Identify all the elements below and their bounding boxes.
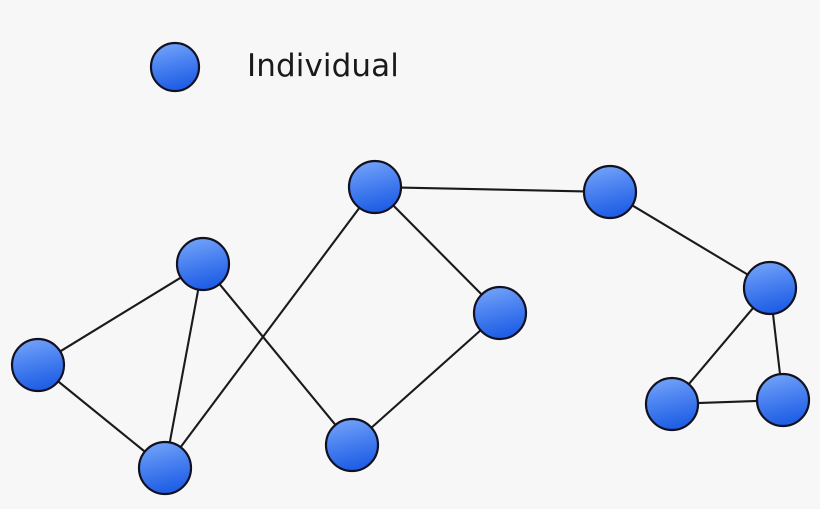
upper-left-node[interactable] — [175, 236, 231, 292]
graph-edge — [58, 276, 183, 353]
graph-edge — [398, 186, 587, 193]
graph-edge — [391, 203, 484, 297]
right-cluster-bottom-right-node[interactable] — [755, 372, 811, 428]
leftmost-node[interactable] — [10, 337, 66, 393]
right-top-node[interactable] — [582, 164, 638, 220]
legend-layer — [149, 41, 201, 93]
right-cluster-top-node[interactable] — [742, 260, 798, 316]
graph-edge — [630, 203, 750, 277]
middle-bottom-node[interactable] — [324, 417, 380, 473]
graph-edge — [178, 205, 362, 450]
graph-edge — [168, 287, 200, 445]
graph-edge — [217, 282, 338, 427]
graph-edge — [56, 379, 147, 454]
edge-layer — [56, 186, 782, 454]
bottom-left-node[interactable] — [137, 440, 193, 496]
graph-edge — [771, 311, 782, 377]
legend-label-individual: Individual — [247, 48, 399, 84]
hub-node[interactable] — [347, 159, 403, 215]
node-layer — [10, 159, 811, 496]
right-cluster-bottom-left-node[interactable] — [644, 376, 700, 432]
graph-edge — [695, 399, 760, 405]
legend-swatch-individual — [149, 41, 201, 93]
middle-right-node[interactable] — [472, 285, 528, 341]
graph-edge — [369, 328, 483, 430]
graph-edge — [687, 306, 755, 386]
